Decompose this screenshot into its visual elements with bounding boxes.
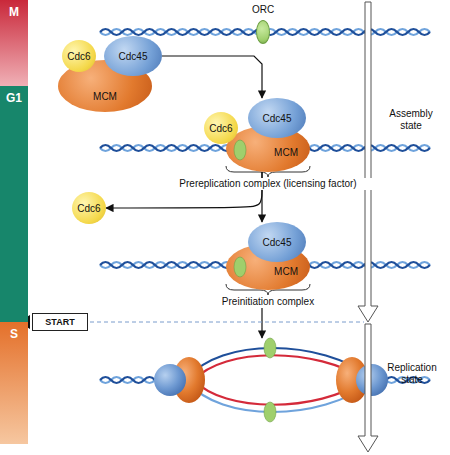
checkpoint-name: START [45, 317, 74, 328]
protein-name: ORC [252, 4, 274, 15]
start-line [90, 322, 364, 323]
state-label: Replication state [376, 362, 448, 386]
cdc6-protein: Cdc6 [204, 112, 238, 144]
protein-name: Cdc6 [209, 123, 232, 134]
phase-name: S [10, 328, 18, 341]
state-label: Assembly state [378, 108, 444, 132]
protein-name: Cdc45 [263, 113, 292, 124]
state-arrow [358, 2, 378, 452]
protein-name: Cdc6 [67, 51, 90, 62]
cdc6-protein: Cdc6 [62, 40, 96, 72]
orc-protein: ORC [256, 20, 270, 44]
protein-name: MCM [274, 266, 298, 277]
protein-name: MCM [93, 91, 117, 102]
replication-bubble [100, 338, 430, 422]
cdc45-protein: Cdc45 [248, 222, 306, 262]
complex-label: Preinitiation complex [200, 296, 336, 308]
phase-name: G1 [6, 92, 22, 105]
phase-band: M [0, 0, 28, 86]
flow-arrow [261, 308, 262, 338]
phase-name: M [9, 6, 19, 19]
protein-name: Cdc6 [77, 203, 100, 214]
complex-label: Prereplication complex (licensing factor… [150, 178, 386, 190]
dna-helix [100, 29, 430, 268]
cdc45-protein: Cdc45 [104, 36, 162, 76]
checkpoint-box: START [32, 313, 88, 331]
protein-name: MCM [274, 147, 298, 158]
flow-arrow [162, 56, 262, 98]
phase-band: S [0, 322, 28, 444]
cdc6-protein: Cdc6 [72, 192, 106, 224]
cdc45-protein: Cdc45 [248, 98, 306, 138]
protein-name: Cdc45 [119, 51, 148, 62]
protein-name: Cdc45 [263, 237, 292, 248]
phase-band: G1 [0, 86, 28, 322]
